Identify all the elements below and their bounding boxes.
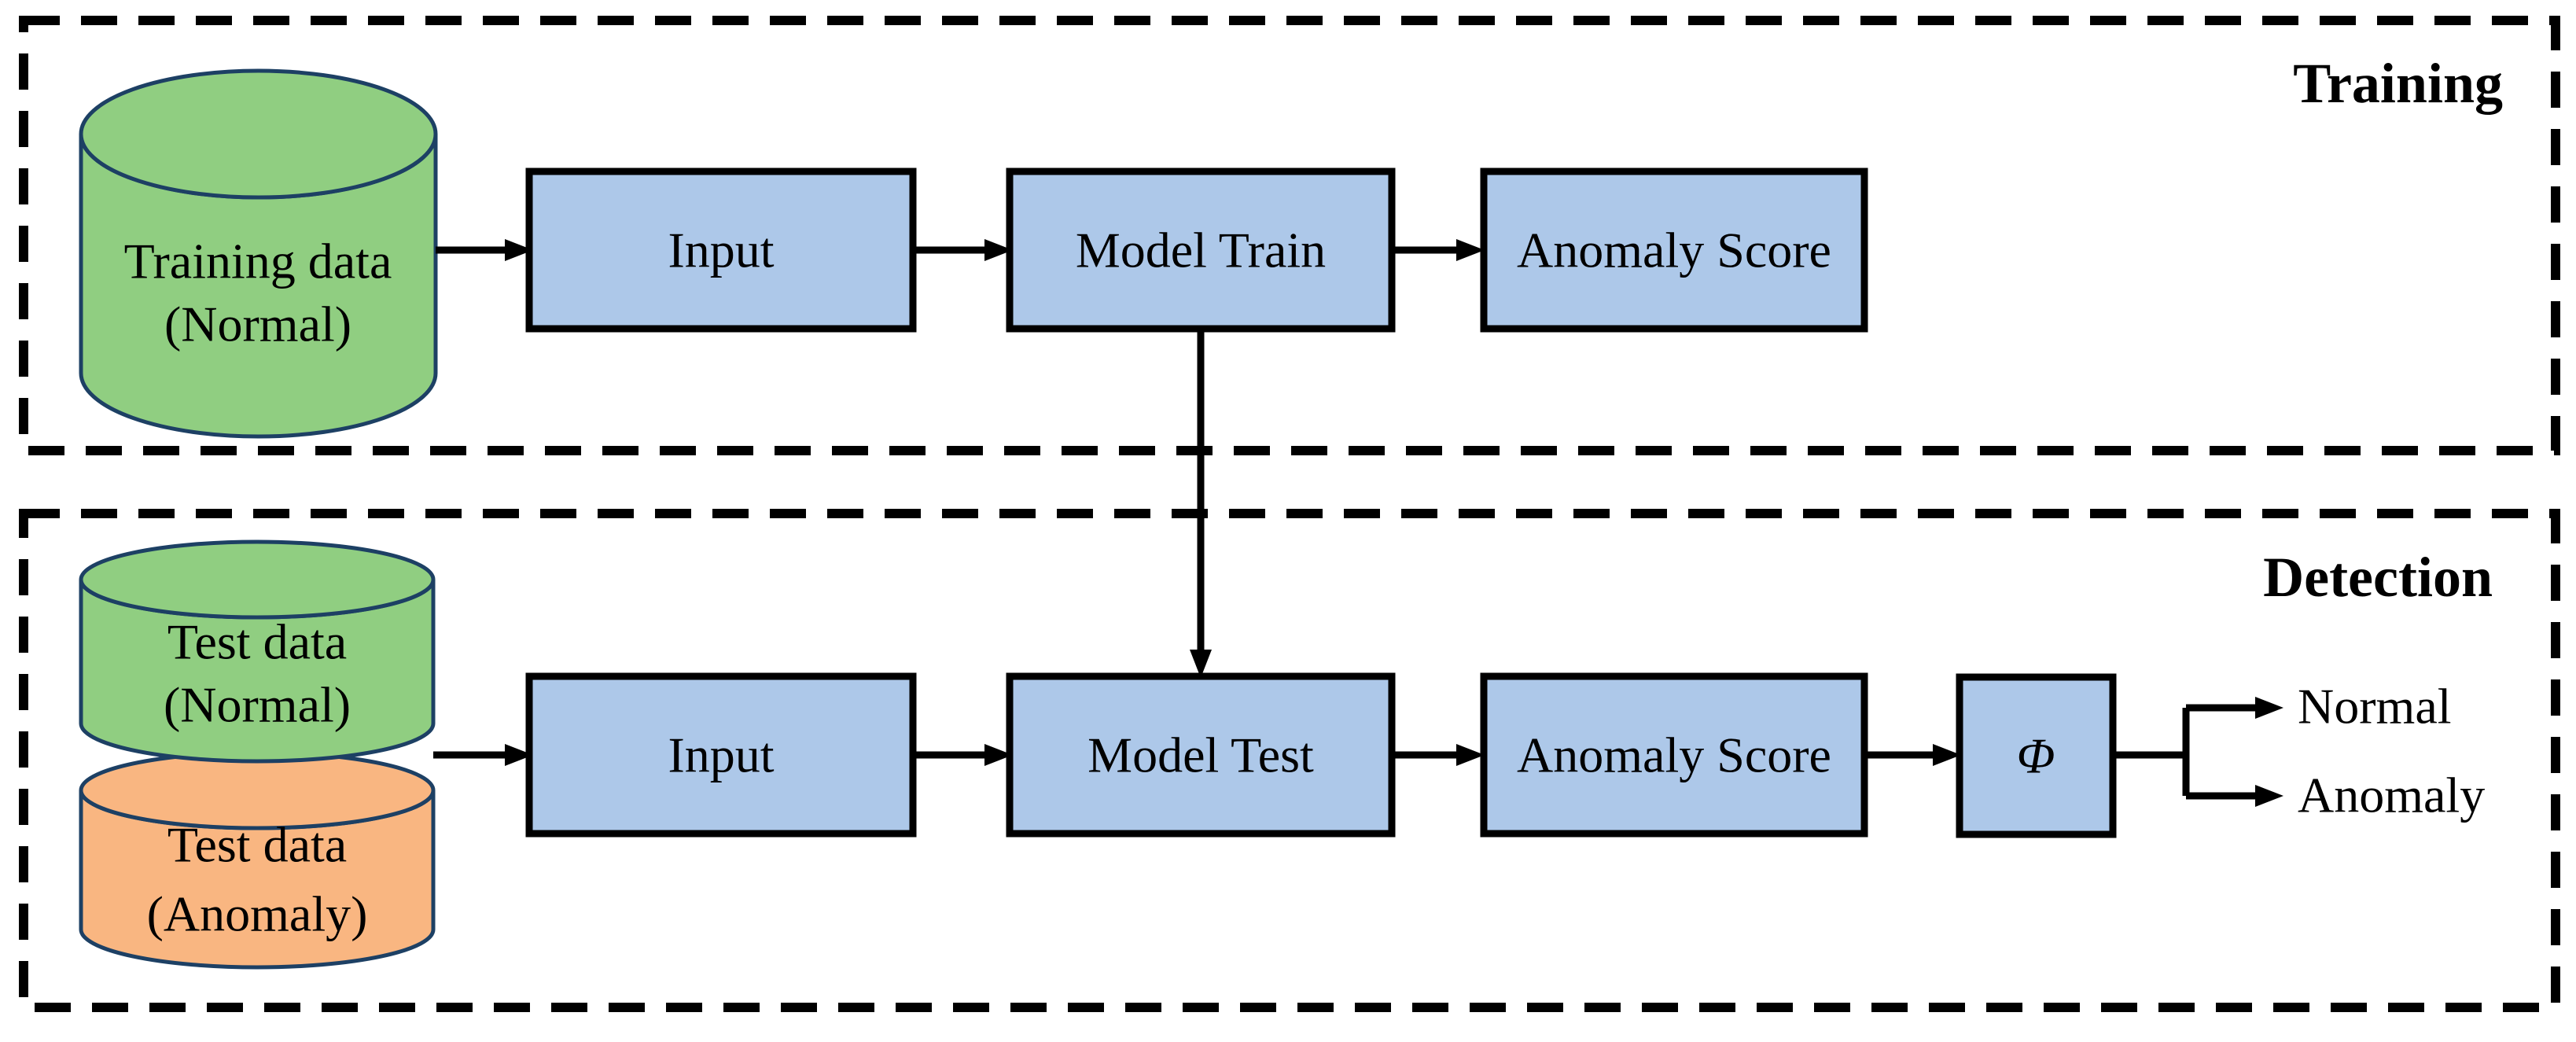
test-normal-label-line2: (Normal) bbox=[164, 677, 351, 733]
output-anomaly-label: Anomaly bbox=[2298, 768, 2485, 823]
arrow-head bbox=[984, 239, 1013, 261]
training-data-cylinder: Training data (Normal) bbox=[79, 68, 438, 439]
detection-anomaly-score-label: Anomaly Score bbox=[1517, 727, 1831, 783]
arrow-head bbox=[1456, 744, 1485, 766]
model-train-label: Model Train bbox=[1076, 223, 1326, 278]
arrow-head bbox=[1456, 239, 1485, 261]
phi-threshold-box: Φ bbox=[1956, 673, 2117, 838]
training-cylinder-label-line1: Training data bbox=[124, 234, 392, 289]
phi-label: Φ bbox=[2017, 728, 2055, 784]
test-normal-label-line1: Test data bbox=[167, 614, 347, 670]
test-anomaly-label-line1: Test data bbox=[167, 817, 347, 873]
detection-anomaly-score-box-rect bbox=[1480, 672, 1868, 838]
output-normal-label: Normal bbox=[2298, 679, 2452, 735]
training-cylinder-label-line2: (Normal) bbox=[164, 296, 351, 352]
arrow-head bbox=[1190, 650, 1212, 678]
training-anomaly-score-label: Anomaly Score bbox=[1517, 223, 1831, 278]
detection-input-box: Input bbox=[525, 672, 917, 838]
detection-section-label: Detection bbox=[2263, 546, 2493, 609]
training-input-label: Input bbox=[668, 223, 774, 278]
test-normal-cylinder-top bbox=[79, 539, 436, 620]
test-data-normal-cylinder: Test data (Normal) bbox=[79, 539, 436, 764]
training-anomaly-score-box: Anomaly Score bbox=[1480, 168, 1868, 333]
model-test-box-rect bbox=[1006, 672, 1396, 838]
test-data-anomaly-cylinder: Test data (Anomaly) bbox=[79, 750, 436, 970]
detection-section-border bbox=[19, 509, 2560, 1012]
model-train-box: Model Train bbox=[1006, 168, 1396, 333]
arrow-head bbox=[1933, 744, 1961, 766]
detection-input-box-rect bbox=[525, 672, 917, 838]
arrow-head bbox=[505, 239, 533, 261]
test-anomaly-label-line2: (Anomaly) bbox=[147, 886, 368, 942]
training-input-box-rect bbox=[525, 168, 917, 333]
branch-lines bbox=[2113, 704, 2257, 800]
arrow-modeltrain-to-modeltest bbox=[1190, 329, 1212, 678]
model-test-box: Model Test bbox=[1006, 672, 1396, 838]
arrow-testdata-to-input bbox=[433, 744, 533, 766]
arrow-input-to-modeltest bbox=[913, 744, 1013, 766]
arrow-modeltest-to-anomalyscore bbox=[1392, 744, 1485, 766]
arrow-modeltrain-to-anomalyscore bbox=[1392, 239, 1485, 261]
training-anomaly-score-box-rect bbox=[1480, 168, 1868, 333]
model-test-label: Model Test bbox=[1087, 727, 1314, 783]
arrow-head-anomaly bbox=[2255, 785, 2283, 807]
training-input-box: Input bbox=[525, 168, 917, 333]
arrow-trainingdata-to-input bbox=[436, 239, 533, 261]
output-branch: Normal Anomaly bbox=[2113, 679, 2485, 823]
detection-anomaly-score-box: Anomaly Score bbox=[1480, 672, 1868, 838]
arrow-head bbox=[984, 744, 1013, 766]
model-train-box-rect bbox=[1006, 168, 1396, 333]
training-section-border bbox=[19, 16, 2560, 455]
arrow-input-to-modeltrain bbox=[913, 239, 1013, 261]
arrow-head-normal bbox=[2255, 697, 2283, 719]
training-section-label: Training bbox=[2293, 52, 2503, 115]
detection-input-label: Input bbox=[668, 727, 774, 783]
training-cylinder-top bbox=[79, 68, 438, 200]
arrow-head bbox=[505, 744, 533, 766]
arrow-anomalyscore-to-phi bbox=[1864, 744, 1961, 766]
